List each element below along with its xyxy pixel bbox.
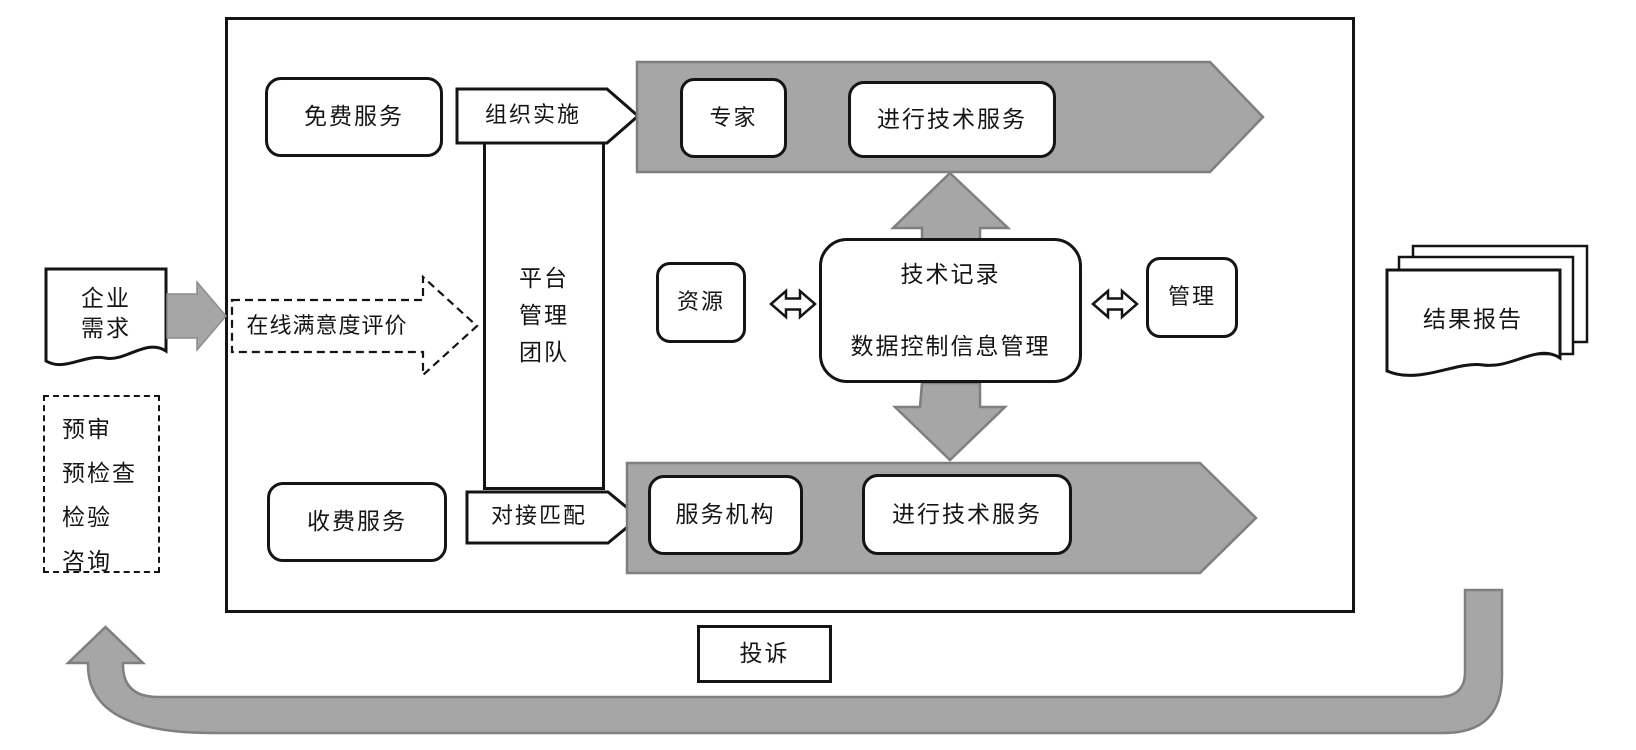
pre-service-list: 预审 预检查 检验 咨询 — [43, 395, 160, 574]
dock-match-label: 对接匹配 — [490, 502, 587, 528]
pre-service-item: 预审 — [62, 416, 112, 442]
organize-implement-pentagon — [455, 87, 641, 145]
feedback-loop-arrow — [64, 588, 1504, 735]
tech-record-title: 技术记录 — [900, 261, 1001, 288]
online-eval-dashed-arrow — [230, 274, 479, 378]
down-connector-arrow — [891, 381, 1009, 462]
free-service-box: 免费服务 — [265, 77, 443, 157]
pre-service-item: 预检查 — [62, 460, 137, 486]
organize-implement-label: 组织实施 — [484, 101, 581, 127]
org-service-box: 进行技术服务 — [862, 474, 1072, 555]
tech-record-subtitle: 数据控制信息管理 — [850, 333, 1051, 360]
expert-service-box: 进行技术服务 — [848, 81, 1056, 158]
result-report-label: 结果报告 — [1423, 306, 1523, 333]
management-box: 管理 — [1146, 257, 1238, 338]
enterprise-demand-label: 企业 需求 — [81, 285, 131, 341]
platform-team-box: 平台 管理 团队 — [483, 140, 605, 490]
complaint-box: 投诉 — [697, 625, 832, 683]
expert-box: 专家 — [680, 78, 787, 158]
service-org-box: 服务机构 — [648, 475, 803, 555]
pre-service-item: 咨询 — [62, 548, 112, 574]
result-report-documents — [1385, 244, 1589, 377]
paid-service-box: 收费服务 — [267, 482, 447, 562]
resource-box: 资源 — [656, 262, 746, 343]
dock-match-pentagon — [465, 490, 642, 545]
record-management-double-arrow — [1091, 288, 1139, 320]
tech-record-box — [819, 238, 1082, 383]
online-eval-label: 在线满意度评价 — [246, 312, 408, 338]
pre-service-item: 检验 — [62, 504, 112, 530]
up-connector-arrow — [889, 171, 1012, 242]
enterprise-demand-document — [44, 267, 168, 367]
resource-record-double-arrow — [769, 288, 817, 320]
demand-input-arrow — [166, 279, 227, 353]
